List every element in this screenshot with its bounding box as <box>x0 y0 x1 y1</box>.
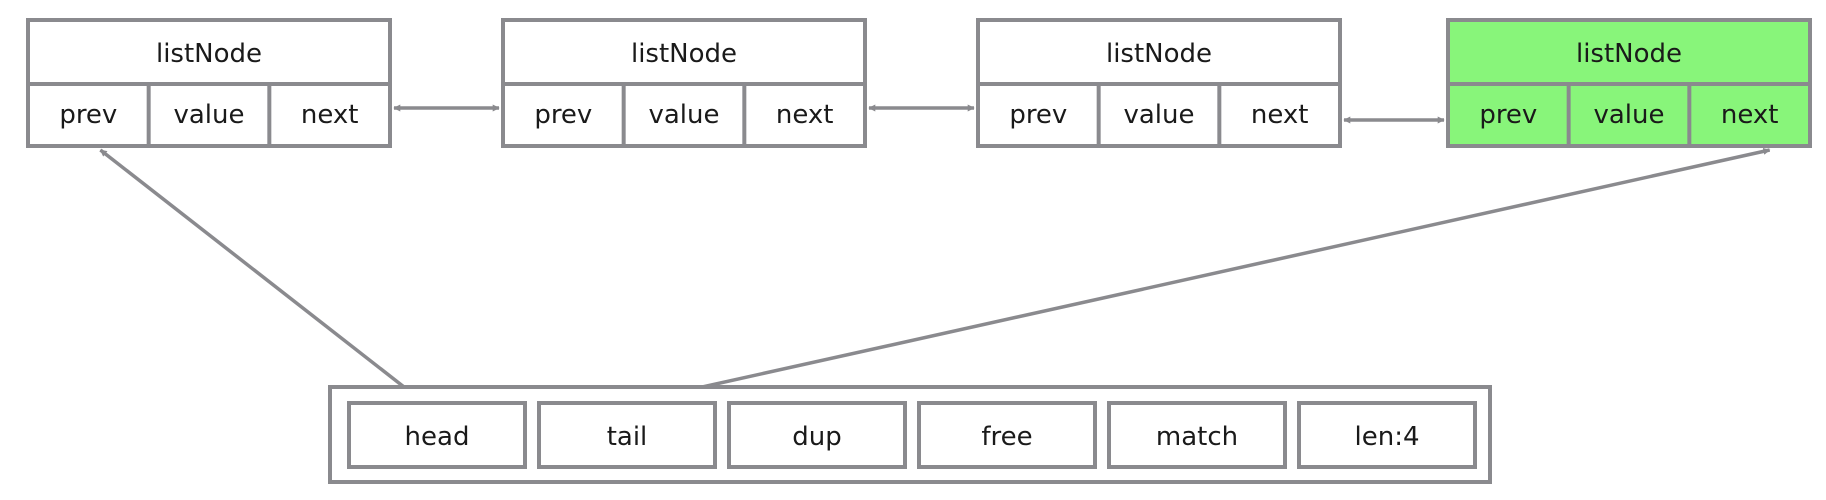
list-struct: head tail dup free match len:4 <box>328 385 1492 484</box>
tail-pointer-arrow <box>647 147 1771 402</box>
list-node-4: listNode prev value next <box>1446 18 1812 148</box>
head-pointer-arrow <box>99 148 421 401</box>
connectors <box>99 104 1771 402</box>
list-struct-field-3: dup <box>727 401 907 469</box>
list-node-title: listNode <box>1106 39 1212 69</box>
list-struct-field-4: free <box>917 401 1097 469</box>
list-node-field-value: value <box>1593 100 1664 130</box>
list-node-field-next: next <box>1251 100 1309 130</box>
list-node-field-next: next <box>1721 100 1779 130</box>
list-struct-cell <box>1107 401 1287 469</box>
list-node-field-value: value <box>648 100 719 130</box>
list-struct-cell <box>727 401 907 469</box>
list-node-field-value: value <box>1123 100 1194 130</box>
list-struct-field-5: match <box>1107 401 1287 469</box>
list-struct-cell <box>347 401 527 469</box>
list-struct-label: tail <box>607 422 648 452</box>
list-node-title: listNode <box>156 39 262 69</box>
list-struct-cell <box>1297 401 1477 469</box>
list-struct-label: len:4 <box>1355 422 1420 452</box>
list-struct-field-2: tail <box>537 401 717 469</box>
list-node-field-prev: prev <box>1479 100 1537 130</box>
list-struct-cell <box>537 401 717 469</box>
list-struct-label: match <box>1156 422 1238 452</box>
list-node-field-prev: prev <box>534 100 592 130</box>
list-struct-field-1: head <box>347 401 527 469</box>
list-node-field-prev: prev <box>59 100 117 130</box>
list-nodes: listNode prev value next listNode prev value ne… <box>26 18 1812 148</box>
list-struct-cell <box>917 401 1097 469</box>
list-struct-label: head <box>405 422 470 452</box>
list-node-field-prev: prev <box>1009 100 1067 130</box>
list-struct-field-6: len:4 <box>1297 401 1477 469</box>
list-node-title: listNode <box>1576 39 1682 69</box>
list-node-1: listNode prev value next <box>26 18 392 148</box>
list-struct-label: dup <box>792 422 842 452</box>
list-node-2: listNode prev value next <box>501 18 867 148</box>
list-node-title: listNode <box>631 39 737 69</box>
list-node-3: listNode prev value next <box>976 18 1342 148</box>
list-node-field-next: next <box>301 100 359 130</box>
list-node-field-next: next <box>776 100 834 130</box>
list-node-field-value: value <box>173 100 244 130</box>
list-struct-label: free <box>981 422 1032 452</box>
